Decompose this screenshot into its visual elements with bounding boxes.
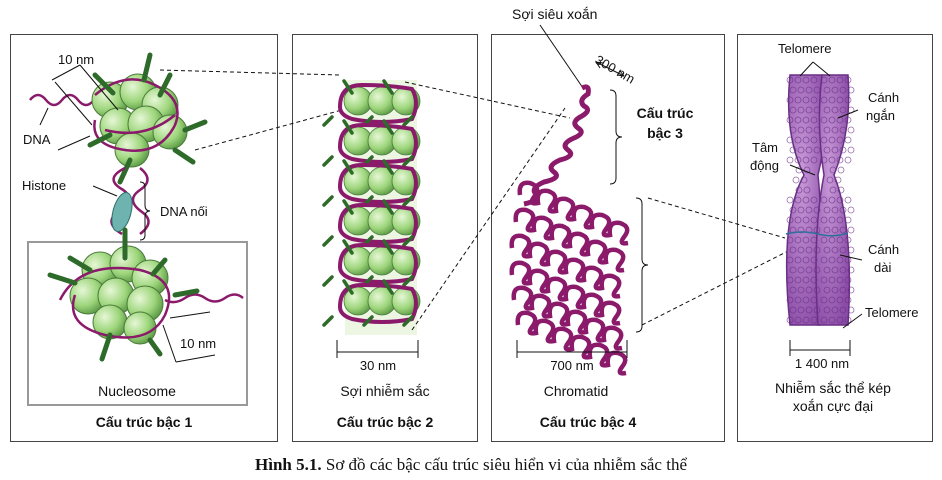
- label-dna: DNA: [23, 132, 51, 147]
- caption-text: Sơ đồ các bậc cấu trúc siêu hiển vi của …: [321, 455, 687, 474]
- label-nucleosome: Nucleosome: [98, 383, 176, 399]
- label-short-arm-1: Cánh: [868, 90, 900, 105]
- label-chromatin-fiber: Sợi nhiễm sắc: [340, 383, 430, 399]
- label-centromere-2: động: [750, 158, 779, 173]
- label-long-arm-2: dài: [874, 260, 892, 275]
- label-histone: Histone: [22, 178, 67, 193]
- label-linker-dna: DNA nối: [160, 204, 208, 219]
- figure-caption: Hình 5.1. Sơ đồ các bậc cấu trúc siêu hi…: [0, 455, 942, 475]
- label-chromosome-line2: xoắn cực đại: [792, 398, 874, 414]
- label-telomere-top: Telomere: [778, 41, 832, 56]
- chromatid-loops: [509, 180, 630, 376]
- label-long-arm-1: Cánh: [868, 242, 900, 257]
- label-level-3-line1: Cấu trúc: [636, 105, 694, 121]
- chromatin-fiber: [322, 79, 421, 335]
- nucleosome-bottom: [47, 227, 244, 362]
- label-10nm-top: 10 nm: [58, 52, 95, 67]
- heading-level-4: Cấu trúc bậc 4: [539, 414, 637, 430]
- label-700nm: 700 nm: [550, 358, 594, 373]
- label-telomere-bottom: Telomere: [865, 305, 919, 320]
- label-chromosome-line1: Nhiễm sắc thể kép: [775, 380, 891, 396]
- heading-level-2: Cấu trúc bậc 2: [336, 414, 434, 430]
- label-30nm: 30 nm: [359, 358, 397, 373]
- label-short-arm-2: ngắn: [866, 108, 895, 123]
- label-level-3-line2: bậc 3: [647, 125, 683, 141]
- label-centromere-1: Tâm: [752, 140, 778, 155]
- panel-level-4: [491, 34, 725, 442]
- label-10nm-bottom: 10 nm: [180, 336, 217, 351]
- label-1400nm: 1 400 nm: [794, 356, 850, 371]
- label-chromatid: Chromatid: [543, 383, 609, 399]
- caption-label: Hình 5.1.: [255, 455, 322, 474]
- label-supercoil: Sợi siêu xoắn: [512, 6, 598, 22]
- nucleosome-box: [27, 241, 248, 406]
- nucleosome-top: [29, 52, 208, 185]
- heading-level-1: Cấu trúc bậc 1: [95, 414, 193, 430]
- chromosome: [785, 74, 855, 326]
